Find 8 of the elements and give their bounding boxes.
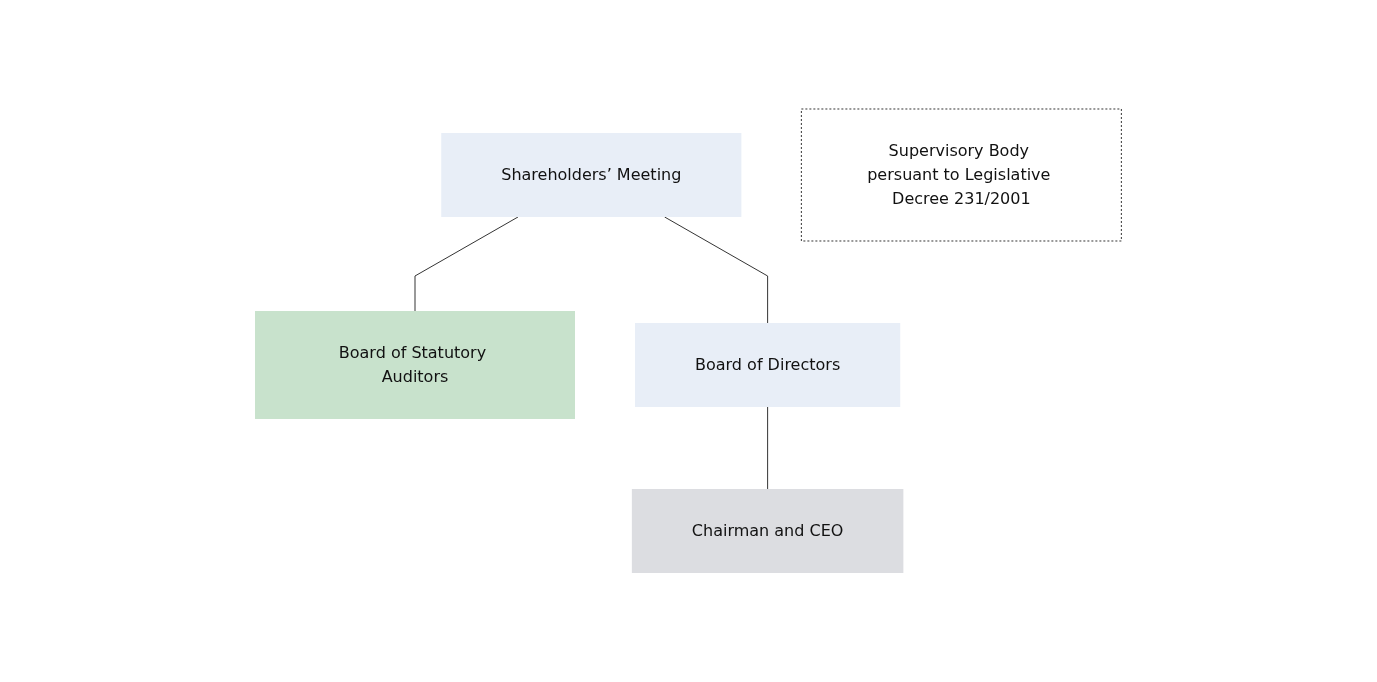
connector — [767, 406, 769, 490]
node-box: Board of Statutory Auditors — [255, 311, 576, 419]
node-box: Board of Directors — [635, 323, 901, 407]
node-box: Chairman and CEO — [632, 489, 904, 573]
connector — [664, 216, 769, 324]
node-box: Supervisory Body persuant to Legislative Decree 231/2001 — [801, 108, 1123, 242]
connector — [414, 216, 519, 312]
node-box: Shareholders’ Meeting — [441, 133, 742, 217]
